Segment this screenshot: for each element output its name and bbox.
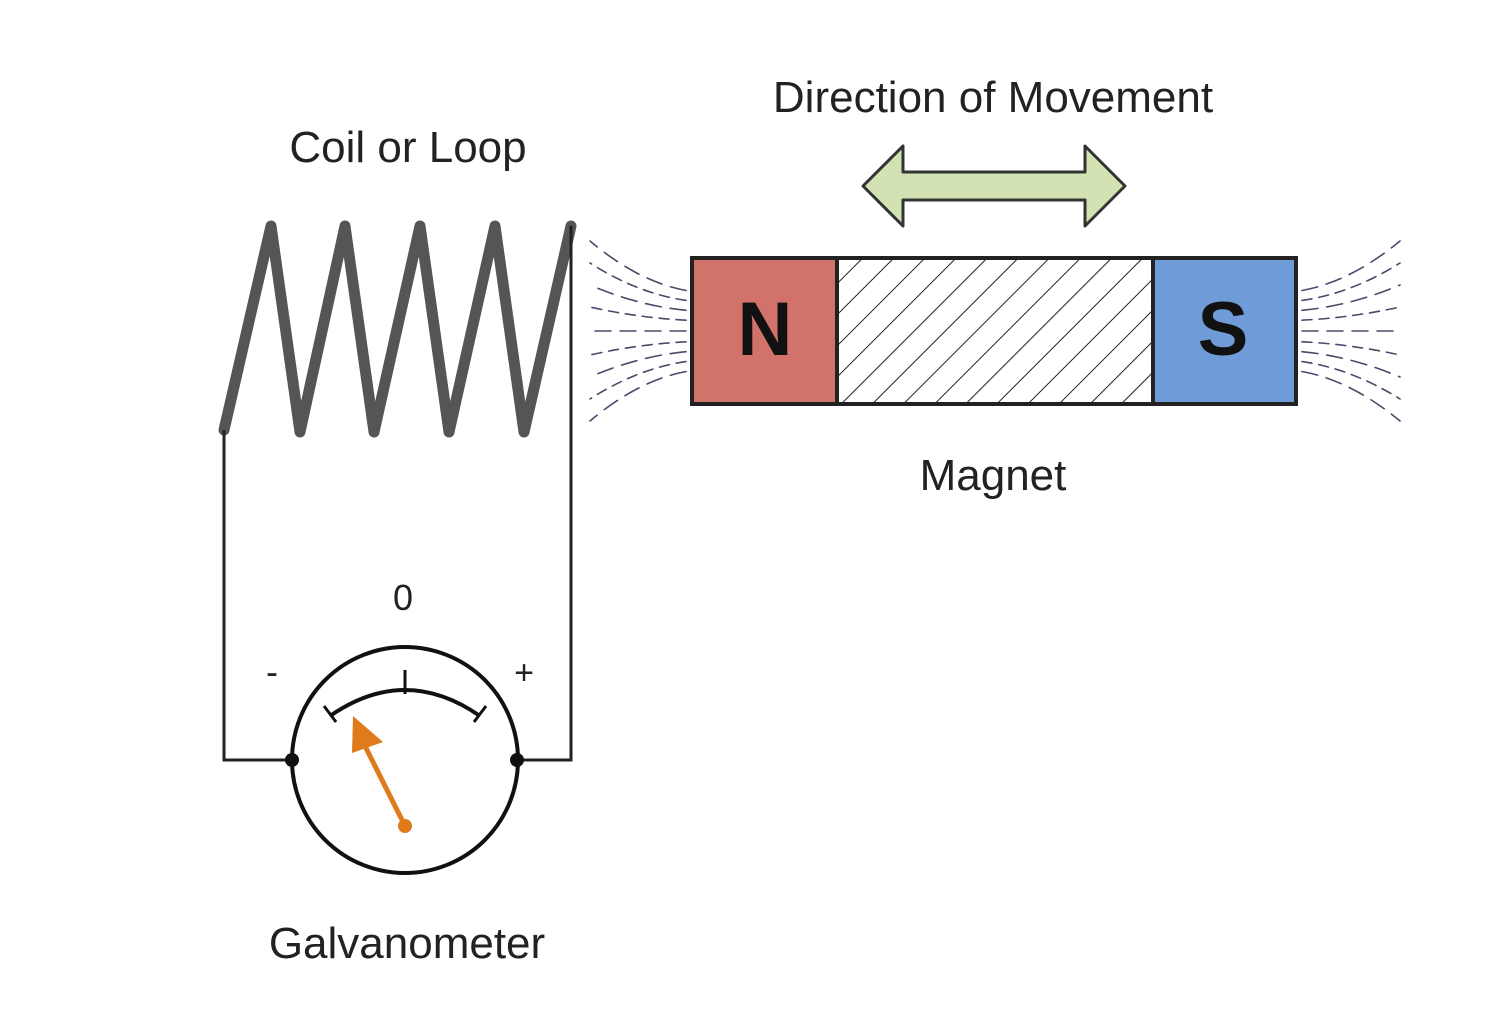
minus-label: - (266, 651, 278, 692)
coil-label: Coil or Loop (289, 123, 526, 172)
field-line (589, 306, 687, 321)
field-line (1301, 370, 1401, 422)
field-line (1301, 306, 1401, 321)
right-terminal (510, 753, 524, 767)
field-line (1301, 262, 1401, 302)
field-line (589, 262, 687, 302)
bar-magnet: N S (690, 256, 1298, 406)
magnet-hatch (837, 258, 1153, 404)
galvanometer-needle (352, 716, 412, 833)
scale-tick-right (472, 705, 488, 723)
movement-arrow (861, 144, 1127, 228)
south-pole-label: S (1198, 287, 1249, 372)
field-line (1301, 350, 1401, 378)
galvanometer-label: Galvanometer (269, 919, 545, 968)
field-lines-left (589, 240, 687, 422)
north-pole-label: N (738, 287, 793, 372)
magnet-label: Magnet (920, 451, 1067, 500)
field-line (589, 240, 687, 292)
coil (218, 220, 577, 438)
field-lines-right (1301, 240, 1401, 422)
south-pole (1151, 256, 1298, 406)
galvanometer (285, 645, 524, 875)
field-line (1301, 341, 1401, 356)
plus-label: + (514, 654, 534, 692)
north-pole (690, 256, 839, 406)
field-line (589, 360, 687, 400)
left-terminal (285, 753, 299, 767)
direction-label: Direction of Movement (773, 73, 1213, 122)
field-line (589, 341, 687, 356)
zero-label: 0 (393, 577, 413, 618)
field-line (1301, 240, 1401, 292)
field-line (589, 350, 687, 378)
scale-tick-left (322, 705, 338, 723)
field-line (589, 370, 687, 422)
right-wire (517, 226, 573, 762)
field-line (1301, 360, 1401, 400)
field-line (589, 284, 687, 312)
field-line (1301, 284, 1401, 312)
left-wire (222, 430, 292, 762)
